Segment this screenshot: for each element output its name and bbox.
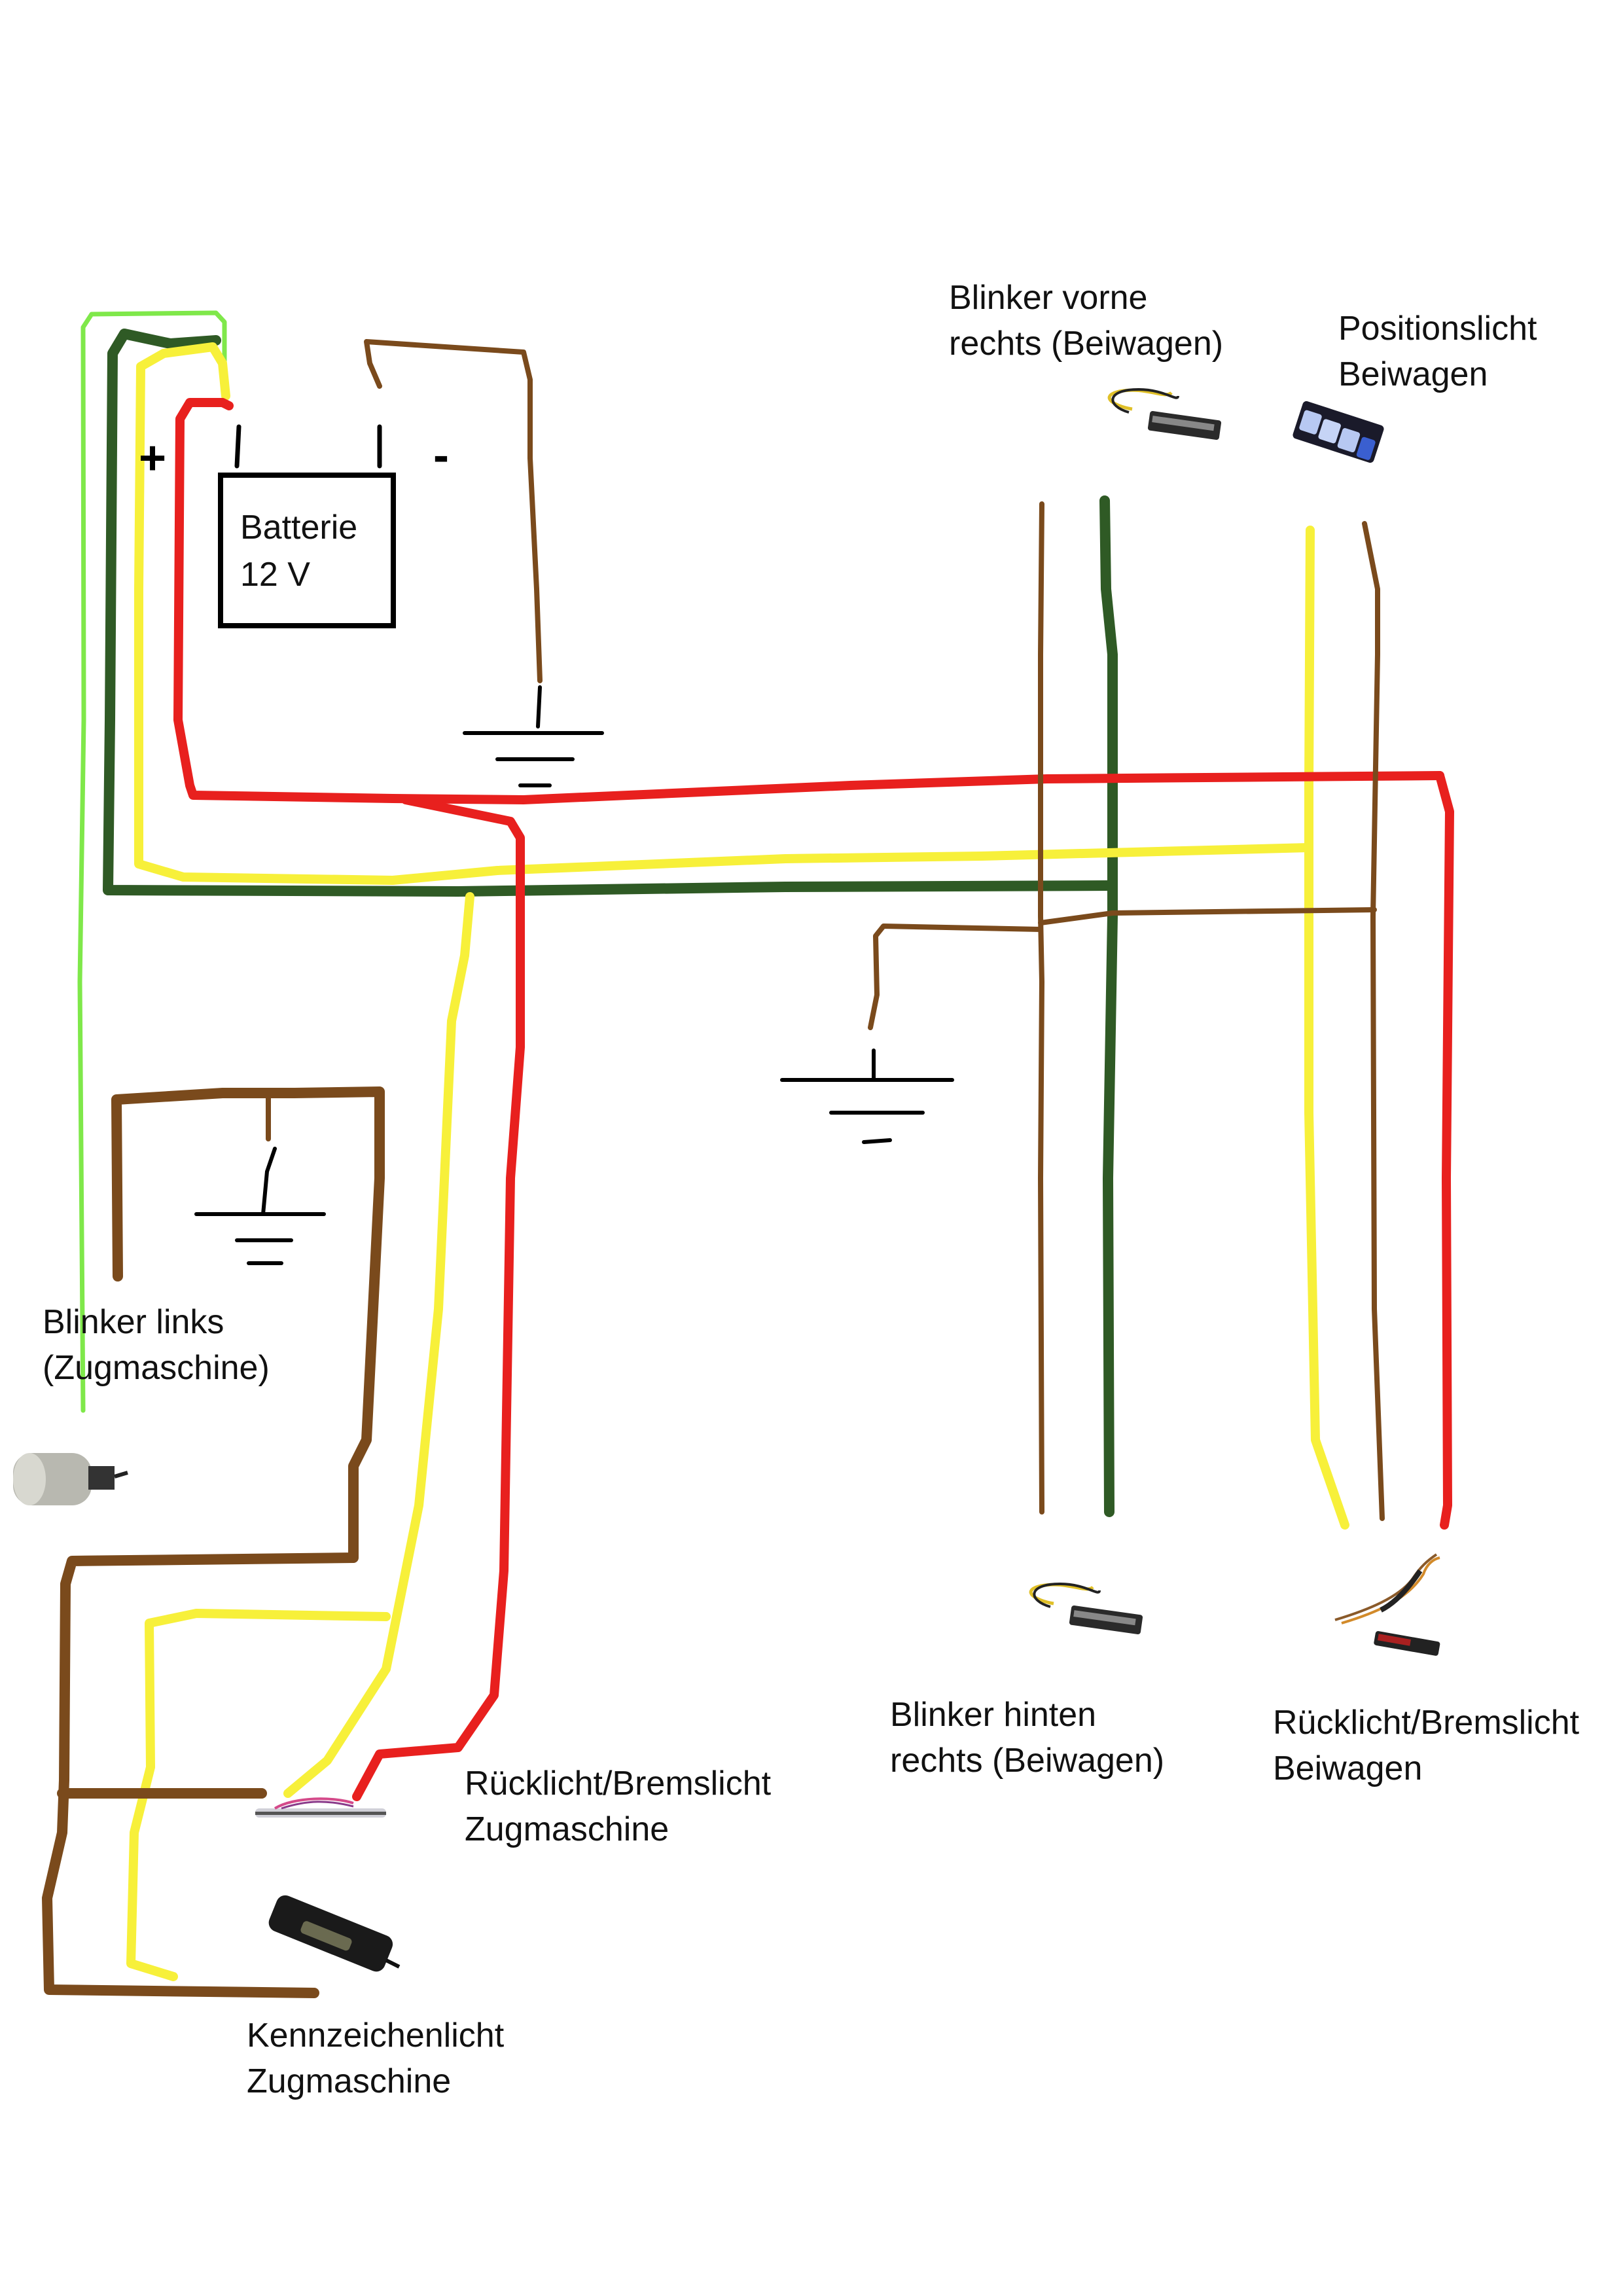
ground-symbol-battery xyxy=(463,685,604,787)
blinker-led-icon xyxy=(1107,387,1222,440)
ground-symbol-middle xyxy=(780,1049,954,1144)
license-plate-light-icon xyxy=(268,1895,401,1972)
wire-yellow-sidecar xyxy=(1304,526,1349,1530)
led-strip-icon xyxy=(255,1797,386,1818)
label-blinker-rear-right: Blinker hinten rechts (Beiwagen) xyxy=(890,1696,1165,1780)
position-light-icon xyxy=(1293,401,1384,463)
wire-brown-sidecar-right xyxy=(1362,521,1385,1521)
label-license-light: Kennzeichenlicht Zugmaschine xyxy=(247,2017,505,2100)
wire-yellow-tail xyxy=(283,892,474,1798)
wire-brown-ground-mid xyxy=(868,924,1043,1030)
label-tail-light-tractor: Rücklicht/Bremslicht Zugmaschine xyxy=(465,1765,772,1848)
label-tail-light-sidecar: Rücklicht/Bremslicht Beiwagen xyxy=(1273,1704,1580,1787)
blinker-led-icon xyxy=(1029,1582,1143,1634)
wire-yellow-main xyxy=(134,342,1313,885)
wire-brown-tractor xyxy=(42,1086,385,1998)
battery-box xyxy=(218,473,396,628)
ground-symbol-left xyxy=(194,1147,326,1265)
wire-red-tail xyxy=(352,795,525,1801)
battery-minus-sign: - xyxy=(433,429,449,482)
label-position-light: Positionslicht Beiwagen xyxy=(1338,310,1537,393)
battery-plus-sign: + xyxy=(139,432,167,484)
battery-terminal-plus xyxy=(234,424,241,469)
wire-brown-sidecar-left xyxy=(1038,501,1044,1515)
wire-dark-green xyxy=(103,329,1118,897)
tail-light-led-icon xyxy=(1334,1553,1440,1656)
wire-red-sidecar xyxy=(1435,771,1454,1530)
bullet-blinker-icon xyxy=(13,1453,128,1505)
label-blinker-front-right: Blinker vorne rechts (Beiwagen) xyxy=(949,279,1224,363)
wire-light-green xyxy=(77,310,227,1413)
wire-dark-green-sidecar xyxy=(1099,495,1118,1517)
label-blinker-left: Blinker links (Zugmaschine) xyxy=(43,1303,270,1387)
battery-label: Batterie 12 V xyxy=(240,509,358,594)
wire-red-main xyxy=(173,398,1444,804)
wire-brown-battery-minus xyxy=(364,339,543,683)
wire-brown-cross xyxy=(1038,907,1377,925)
wire-yellow-license xyxy=(126,1609,391,1981)
